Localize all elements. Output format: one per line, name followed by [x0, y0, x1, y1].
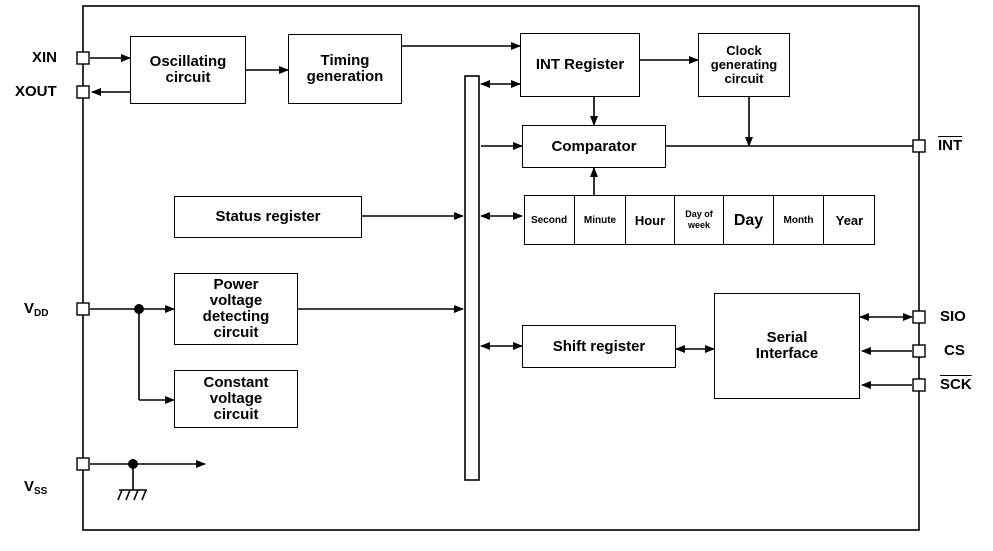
comparator-block: Comparator	[522, 125, 666, 168]
timing-generation-block: Timing generation	[288, 34, 402, 104]
vss-pin-label: VSS	[24, 478, 48, 497]
ground-hatch	[117, 489, 123, 501]
constant-voltage-circuit-block: Constant voltage circuit	[174, 370, 298, 428]
time-register-day-of-week: Day of week	[675, 195, 724, 245]
int-register-block: INT Register	[520, 33, 640, 97]
cs-pin-label: CS	[944, 342, 965, 359]
sio-pin-pad	[912, 310, 926, 324]
chip-outline	[82, 5, 920, 531]
time-register-second: Second	[524, 195, 575, 245]
oscillating-circuit-block: Oscillating circuit	[130, 36, 246, 104]
vss-junction-dot	[128, 459, 138, 469]
vss-pin-pad	[76, 457, 90, 471]
int-pin-pad	[912, 139, 926, 153]
time-register-minute: Minute	[575, 195, 626, 245]
ground-hatch	[141, 489, 147, 501]
time-registers-group	[524, 195, 875, 245]
cs-pin-pad	[912, 344, 926, 358]
sio-pin-label: SIO	[940, 308, 966, 325]
serial-interface-block: Serial Interface	[714, 293, 860, 399]
time-register-year: Year	[835, 212, 864, 228]
clock-generating-circuit-block: Clock generating circuit	[698, 33, 790, 97]
xin-pin-label: XIN	[32, 49, 58, 66]
sck-pin-pad	[912, 378, 926, 392]
shift-register-block: Shift register	[522, 325, 676, 368]
time-register-hour: Hour	[626, 195, 675, 245]
ground-hatch	[133, 489, 139, 501]
vdd-junction-dot	[134, 304, 144, 314]
status-register-block: Status register	[174, 196, 362, 238]
xin-pin-pad	[76, 51, 90, 65]
vdd-pin-pad	[76, 302, 90, 316]
vdd-pin-label: VDD	[24, 300, 49, 319]
time-register-day: Day	[724, 195, 774, 245]
xout-pin-pad	[76, 85, 90, 99]
sck-pin-label: SCK	[940, 376, 972, 393]
int-pin-label: INT	[938, 137, 963, 154]
ground-hatch	[125, 489, 131, 501]
time-register-month: Month	[774, 195, 824, 245]
power-voltage-detecting-circuit-block: Power voltage detecting circuit	[174, 273, 298, 345]
xout-pin-label: XOUT	[15, 83, 57, 100]
internal-bus	[464, 75, 480, 481]
